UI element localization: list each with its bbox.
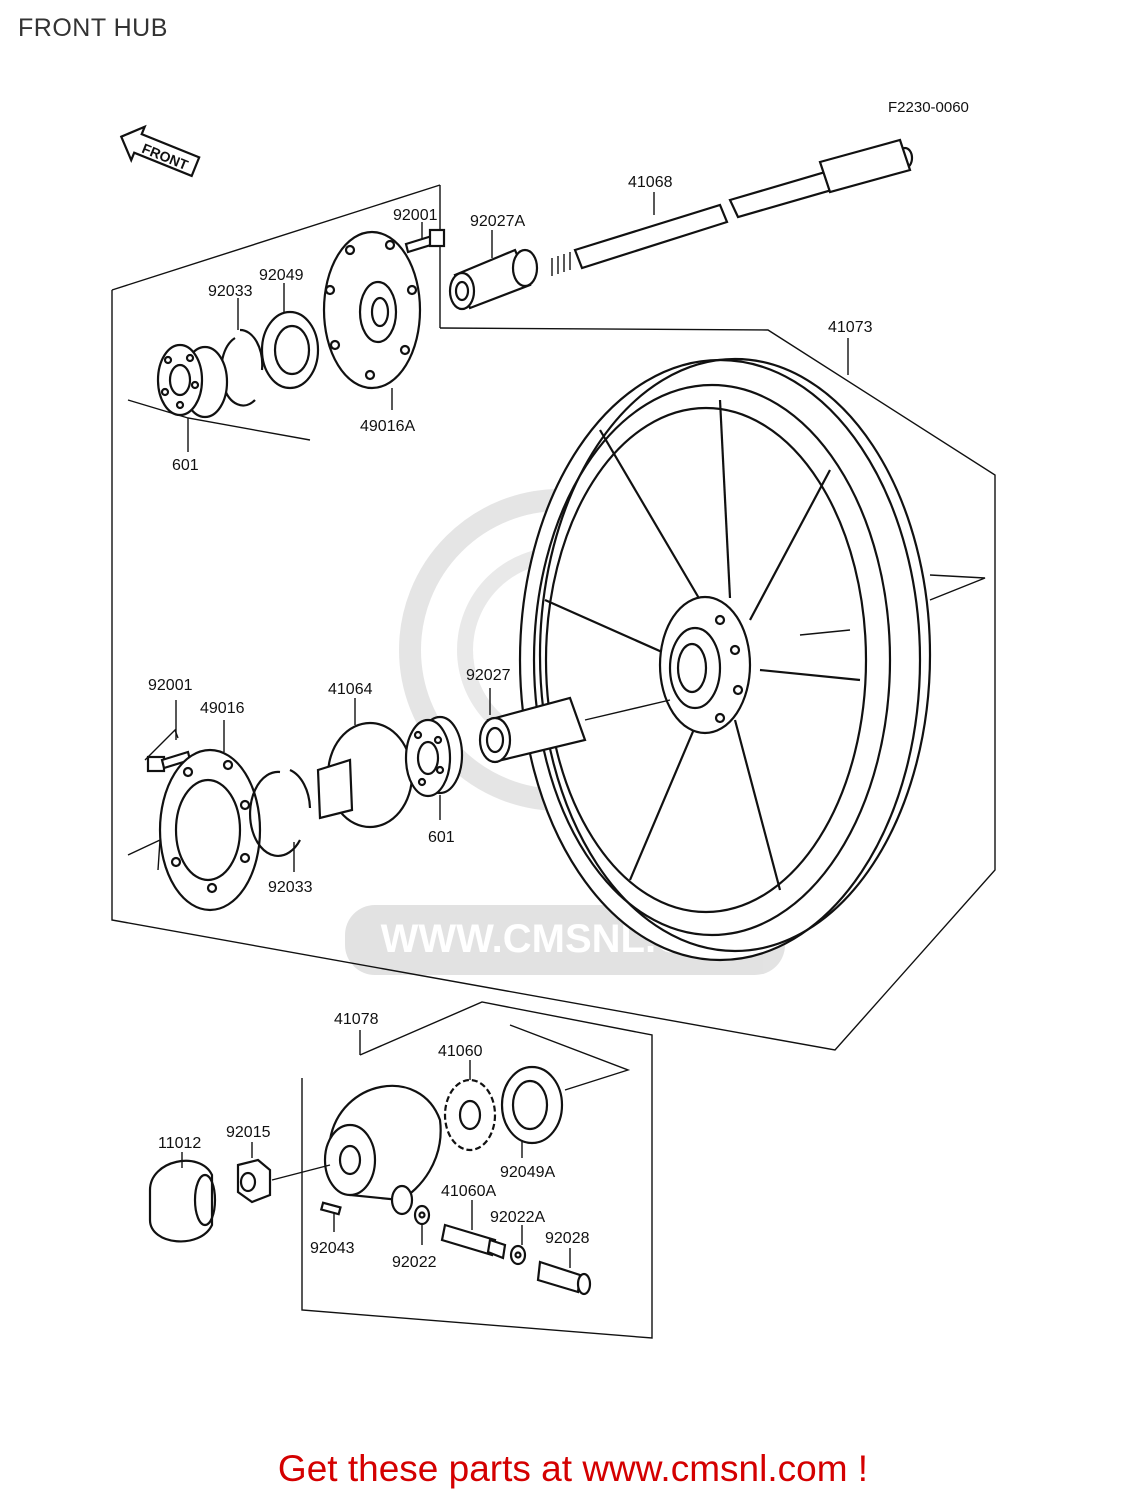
- label-601-mid: 601: [428, 829, 455, 846]
- bushing-92028: [536, 1248, 592, 1296]
- group-frame-bottom: [301, 1001, 653, 1339]
- axle-41068: [551, 138, 914, 276]
- washer-92022A: [509, 1225, 527, 1266]
- flange-plate-49016A: [322, 230, 422, 410]
- label-92022: 92022: [392, 1254, 437, 1271]
- label-92027A: 92027A: [470, 213, 525, 230]
- drive-plate-41064: [316, 698, 414, 829]
- label-41064: 41064: [328, 681, 373, 698]
- collar-92027: [478, 688, 671, 764]
- nut-92015: [236, 1142, 331, 1204]
- label-92033-top: 92033: [208, 283, 253, 300]
- label-41060A: 41060A: [441, 1183, 496, 1200]
- oil-seal-92049A: [500, 1065, 564, 1158]
- label-601-top: 601: [172, 457, 199, 474]
- label-92001-top: 92001: [393, 207, 438, 224]
- pin-92043: [319, 1201, 342, 1232]
- washer-92022: [413, 1204, 431, 1245]
- label-41073: 41073: [828, 319, 873, 336]
- cap-11012: [148, 1152, 217, 1243]
- footer-text-suffix: !: [847, 1448, 869, 1489]
- label-92015: 92015: [226, 1124, 271, 1141]
- label-92028: 92028: [545, 1230, 590, 1247]
- page-title: FRONT HUB: [18, 14, 168, 42]
- oil-seal-92049-top: [260, 283, 320, 390]
- group-frame-main: [111, 290, 996, 1051]
- bolt-92001-top: [404, 222, 446, 254]
- label-92033-mid: 92033: [268, 879, 313, 896]
- pinion-41060A: [440, 1200, 507, 1260]
- label-41068: 41068: [628, 174, 673, 191]
- label-92027: 92027: [466, 667, 511, 684]
- label-92022A: 92022A: [490, 1209, 545, 1226]
- label-49016A: 49016A: [360, 418, 415, 435]
- flange-49016: [127, 720, 262, 912]
- circlip-92033-mid: [248, 768, 312, 872]
- label-49016: 49016: [200, 700, 245, 717]
- label-92049-top: 92049: [259, 267, 304, 284]
- label-11012: 11012: [158, 1135, 201, 1152]
- label-41078: 41078: [334, 1011, 379, 1028]
- bearing-601-mid: [404, 715, 464, 820]
- footer-promo: Get these parts at www.cmsnl.com !: [0, 1448, 1146, 1490]
- label-41060: 41060: [438, 1043, 483, 1060]
- bearing-601-top: [127, 343, 311, 452]
- diagram-code: F2230-0060: [888, 99, 969, 116]
- gear-41060: [443, 1060, 497, 1152]
- speedo-gearbox-41078: [323, 1084, 442, 1216]
- collar-92027A: [448, 230, 539, 311]
- footer-link[interactable]: www.cmsnl.com: [582, 1448, 848, 1489]
- wheel-41073: [518, 338, 986, 962]
- footer-text-prefix: Get these parts at: [277, 1448, 583, 1489]
- front-arrow-icon: FRONT: [119, 124, 201, 178]
- label-92049A: 92049A: [500, 1164, 555, 1181]
- label-92001-mid: 92001: [148, 677, 193, 694]
- label-92043: 92043: [310, 1240, 355, 1257]
